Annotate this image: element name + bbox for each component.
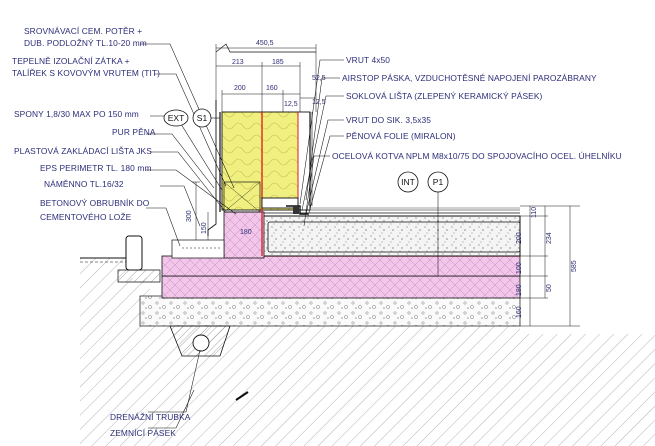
tag-s1: S1 [192, 108, 220, 128]
dim-213: 213 [232, 59, 244, 66]
label-earthing-strip: ZEMNÍCÍ PÁSEK [110, 428, 176, 438]
dim-r-100: 100 [516, 262, 523, 274]
eps-perimeter-upper [161, 255, 521, 277]
dim-185: 185 [272, 59, 284, 66]
label-base-profile: PLASTOVÁ ZAKLÁDACÍ LIŠTA JKS [14, 146, 152, 156]
label-drain-pipe: DRENÁŽNÍ TRUBKA [110, 412, 191, 422]
dim-l-150: 150 [201, 222, 208, 234]
dim-r-160: 160 [516, 306, 523, 318]
dim-r-585: 585 [571, 260, 578, 272]
gravel-bed [139, 295, 521, 327]
earthing-mark [235, 391, 249, 401]
label-eps-perimeter: EPS PERIMETR TL. 180 mm [40, 163, 152, 173]
concrete-curb [117, 235, 161, 283]
label-curb-2: CEMENTOVÉHO LOŽE [40, 212, 132, 222]
tag-p1: P1 [427, 171, 449, 193]
label-screed: SROVNÁVACÍ CEM. POTĚR + [24, 26, 142, 36]
dim-52-5: 52,5 [312, 75, 326, 82]
dim-200: 200 [234, 85, 246, 92]
svg-text:INT: INT [401, 177, 415, 187]
top-dimensions [215, 44, 317, 112]
label-screed-2: DUB. PODLOŽNÝ TL.10-20 mm [24, 38, 147, 48]
svg-text:S1: S1 [197, 113, 208, 123]
dim-inner-180: 180 [240, 229, 252, 236]
drain-pipe [192, 334, 210, 352]
label-foam-foil: PĚNOVÁ FOLIE (MIRALON) [346, 131, 456, 141]
svg-text:P1: P1 [433, 177, 444, 187]
dim-r-50: 50 [546, 284, 553, 292]
timber-wall [215, 43, 316, 256]
tag-int: INT [397, 171, 419, 193]
left-labels: SROVNÁVACÍ CEM. POTĚR + DUB. PODLOŽNÝ TL… [12, 26, 160, 222]
label-curb: BETONOVÝ OBRUBNÍK DO [40, 198, 150, 208]
right-dimensions [520, 205, 580, 327]
perimeter-insulation-block [223, 211, 265, 259]
label-insulation-plug-2: TALÍŘEK S KOVOVÝM VRUTEM (TIT) [12, 68, 160, 78]
left-dimensions [192, 181, 209, 240]
label-staples: SPONY 1,8/30 MAX PO 150 mm [14, 109, 139, 119]
dim-12-5-a: 12,5 [284, 101, 298, 108]
label-anchor: OCELOVÁ KOTVA NPLM M8x10/75 DO SPOJOVACÍ… [332, 151, 622, 161]
svg-text:EXT: EXT [168, 113, 185, 123]
dim-r-234: 234 [546, 232, 553, 244]
tag-ext: EXT [163, 109, 189, 127]
label-pur-foam: PUR PĚNA [112, 127, 156, 137]
eps-perimeter-layer [161, 275, 521, 299]
label-plinth: SOKLOVÁ LIŠTA (ZLEPENÝ KERAMICKÝ PÁSEK) [346, 91, 543, 101]
right-labels: VRUT 4x50 AIRSTOP PÁSKA, VZDUCHOTĚSNÉ NA… [332, 55, 622, 161]
dim-r-180: 180 [516, 284, 523, 296]
label-airstop: AIRSTOP PÁSKA, VZDUCHOTĚSNÉ NAPOJENÍ PAR… [342, 73, 597, 83]
dim-l-300: 300 [186, 210, 193, 222]
label-gravel: NÁMĚNNO TL.16/32 [44, 179, 124, 189]
dim-r-110: 110 [531, 207, 538, 218]
dim-160: 160 [266, 85, 278, 92]
label-screw: VRUT 4x50 [346, 55, 390, 65]
label-insulation-plug: TEPELNĚ IZOLAČNÍ ZÁTKA + [12, 56, 130, 66]
label-screw-2: VRUT DO SIK. 3,5x35 [346, 115, 431, 125]
dim-total-width: 450,5 [256, 40, 274, 47]
dim-r-200: 200 [516, 232, 523, 244]
floor-slab [261, 215, 521, 257]
leader-lines [140, 43, 439, 429]
